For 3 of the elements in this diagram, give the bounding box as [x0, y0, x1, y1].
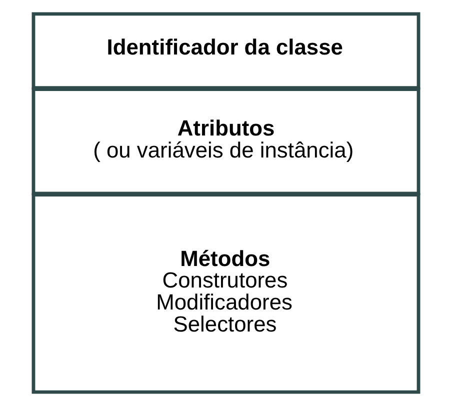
node-box: Atributos ( ou variáveis de instância): [32, 88, 420, 196]
node-box: Métodos Construtores Modificadores Selectores: [32, 193, 420, 394]
node-box: Identificador da classe: [32, 12, 420, 90]
